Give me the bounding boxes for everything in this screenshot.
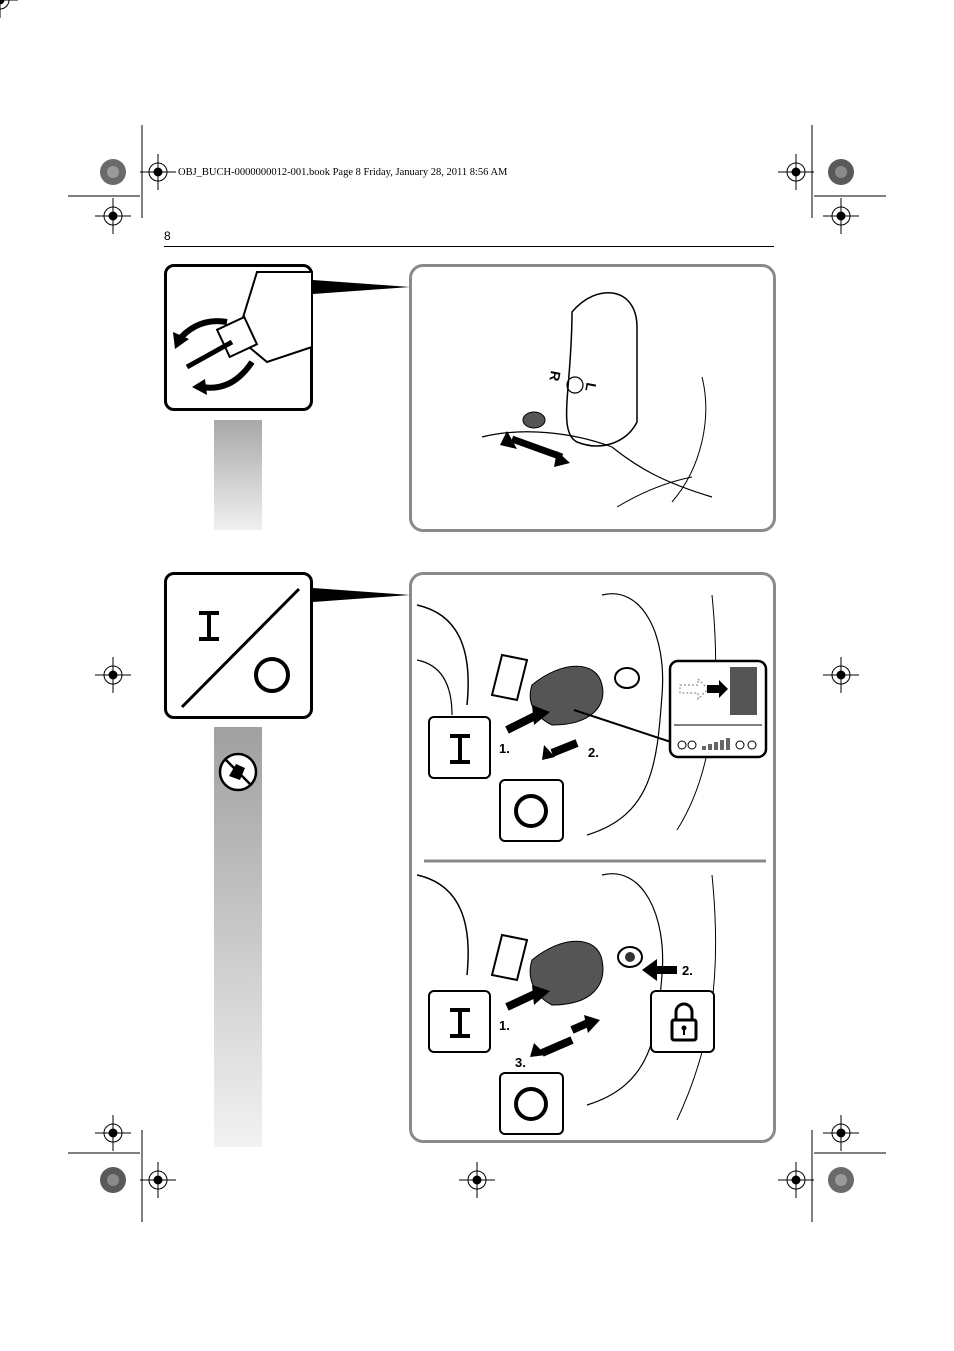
rotating-bit-icon — [173, 271, 313, 395]
callout-wedge-1 — [313, 280, 410, 294]
left-letter: L — [582, 381, 599, 393]
top-step-1: 1. — [499, 741, 510, 756]
print-header: OBJ_BUCH-0000000012-001.book Page 8 Frid… — [178, 167, 508, 178]
on-symbol-bottom — [428, 990, 491, 1053]
sidebar-gradient-1 — [214, 420, 262, 530]
on-symbol-icon — [450, 1008, 470, 1038]
off-symbol-bottom — [499, 1072, 564, 1135]
bottom-step-3: 3. — [515, 1055, 526, 1070]
no-battery-disposal-icon — [218, 752, 258, 792]
on-off-icon — [180, 587, 301, 709]
sidebar-gradient-2 — [214, 727, 262, 1147]
on-symbol-top — [428, 716, 491, 779]
drill-direction-drawing: R L — [481, 292, 713, 508]
top-step-2: 2. — [588, 745, 599, 760]
bottom-step-1: 1. — [499, 1018, 510, 1033]
header-rule — [164, 246, 774, 247]
off-symbol-icon — [514, 1087, 548, 1121]
on-symbol-icon — [450, 734, 470, 764]
rotation-direction-icon-box — [164, 264, 313, 411]
on-off-illustration: 1. 2. 2. 1. 3. — [409, 572, 776, 1143]
lock-icon — [670, 1002, 698, 1042]
callout-wedge-2 — [313, 588, 410, 602]
off-symbol-icon — [514, 794, 548, 828]
direction-switch-illustration: R L — [409, 264, 776, 532]
lock-symbol — [650, 990, 715, 1053]
right-letter: R — [546, 370, 564, 383]
drill-switch-drawing: 1. 2. 2. 1. 3. — [416, 593, 768, 1121]
on-off-icon-box — [164, 572, 313, 719]
off-symbol-top — [499, 779, 564, 842]
bottom-step-2: 2. — [682, 963, 693, 978]
page-number: 8 — [164, 229, 171, 243]
